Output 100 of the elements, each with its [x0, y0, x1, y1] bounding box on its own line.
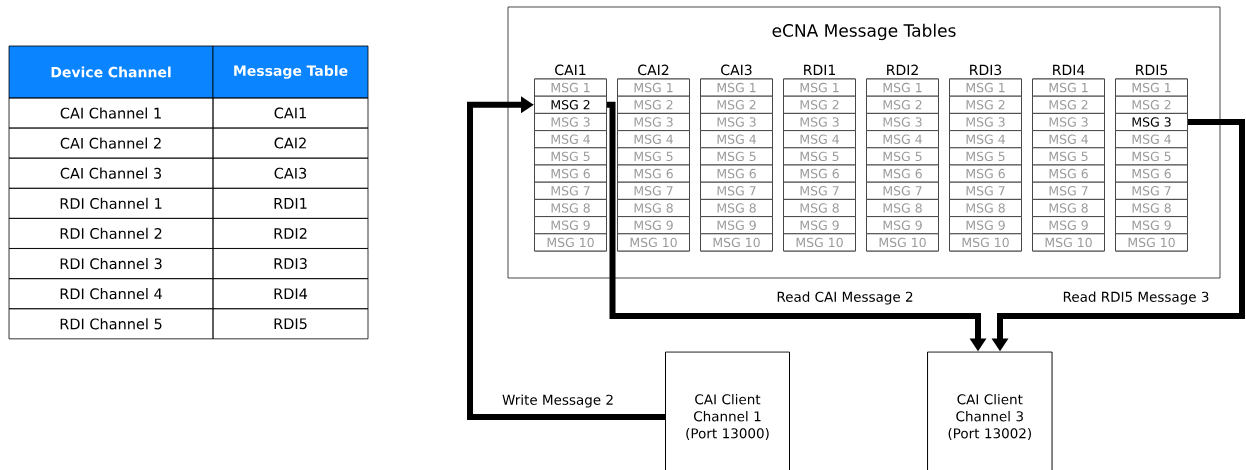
table-cell: RDI4	[212, 278, 369, 310]
message-cell: MSG 3	[1115, 112, 1188, 132]
edge-label: Read CAI Message 2	[775, 290, 915, 306]
table-cell: CAI Channel 2	[8, 127, 214, 159]
node-label: RDI4	[1053, 64, 1085, 75]
message-cell: MSG 8	[783, 198, 856, 218]
message-cell: MSG 10	[949, 233, 1022, 252]
message-cell: MSG 4	[949, 130, 1022, 149]
message-cell: MSG 10	[1032, 233, 1105, 252]
node-label: RDI5	[1136, 64, 1168, 76]
message-cell: MSG 8	[700, 198, 773, 218]
message-cell: MSG 1	[1115, 78, 1188, 97]
message-cell: MSG 7	[617, 181, 690, 200]
table-cell: CAI2	[212, 127, 369, 159]
message-cell: MSG 4	[783, 130, 856, 149]
message-cell: MSG 8	[1115, 198, 1188, 218]
message-cell: MSG 4	[700, 130, 773, 149]
message-cell: MSG 10	[1115, 233, 1188, 252]
message-cell: MSG 7	[783, 181, 856, 200]
message-cell: MSG 9	[700, 216, 773, 235]
message-cell: MSG 7	[1032, 181, 1105, 200]
message-cell: MSG 5	[617, 147, 690, 166]
table-cell: RDI1	[212, 187, 369, 219]
message-cell: MSG 9	[1032, 216, 1105, 235]
message-cell: MSG 9	[866, 216, 939, 235]
table-cell: RDI3	[212, 248, 369, 280]
message-cell: MSG 6	[700, 164, 773, 183]
table-cell: RDI Channel 4	[8, 278, 214, 310]
node-label: RDI2	[887, 64, 918, 75]
message-cell: MSG 1	[1032, 78, 1105, 97]
message-cell: MSG 5	[1032, 147, 1105, 166]
client-box: CAI Client Channel 3 (Port 13002)	[927, 351, 1053, 470]
table-cell: CAI1	[212, 97, 369, 129]
table-cell: RDI Channel 1	[8, 187, 214, 219]
message-cell: MSG 5	[783, 147, 856, 166]
message-cell: MSG 8	[949, 198, 1022, 218]
message-cell: MSG 8	[866, 198, 939, 218]
message-cell: MSG 4	[617, 130, 690, 149]
message-cell: MSG 7	[866, 181, 939, 200]
node-label: RDI3	[970, 64, 1002, 76]
message-cell: MSG 6	[866, 164, 939, 183]
message-cell: MSG 10	[534, 233, 607, 252]
message-cell: MSG 10	[866, 233, 939, 252]
message-cell: MSG 3	[617, 112, 690, 132]
table-header-cell: Message Table	[212, 45, 369, 99]
table-cell: RDI Channel 3	[8, 248, 214, 280]
message-cell: MSG 6	[783, 164, 856, 183]
message-cell: MSG 9	[1115, 216, 1188, 235]
message-cell: MSG 4	[1032, 130, 1105, 149]
message-cell: MSG 1	[617, 78, 690, 97]
message-cell: MSG 2	[1115, 95, 1188, 114]
message-cell: MSG 1	[700, 78, 773, 97]
message-cell: MSG 7	[700, 181, 773, 200]
message-cell: MSG 9	[949, 216, 1022, 235]
message-cell: MSG 9	[534, 216, 607, 235]
message-cell: MSG 2	[949, 95, 1022, 114]
message-cell: MSG 9	[783, 216, 856, 235]
node-label: CAI1	[555, 64, 586, 76]
message-cell: MSG 7	[534, 181, 607, 200]
message-cell: MSG 1	[949, 78, 1022, 97]
message-cell: MSG 8	[617, 198, 690, 218]
message-cell: MSG 3	[700, 112, 773, 132]
table-cell: CAI Channel 1	[8, 97, 214, 129]
table-cell: CAI Channel 3	[8, 157, 214, 189]
message-cell: MSG 9	[617, 216, 690, 235]
message-cell: MSG 3	[1032, 112, 1105, 132]
message-cell: MSG 4	[534, 130, 607, 149]
client-box: CAI Client Channel 1 (Port 13000)	[665, 351, 790, 470]
edge-label: Write Message 2	[501, 393, 615, 409]
message-cell: MSG 5	[949, 147, 1022, 166]
table-header-cell: Device Channel	[8, 45, 214, 99]
table-cell: RDI5	[212, 308, 369, 340]
message-cell: MSG 1	[534, 78, 607, 97]
message-cell: MSG 6	[617, 164, 690, 183]
message-cell: MSG 2	[866, 95, 939, 114]
message-cell: MSG 2	[783, 95, 856, 114]
message-cell: MSG 3	[783, 112, 856, 132]
table-cell: RDI2	[212, 217, 369, 249]
message-cell: MSG 6	[949, 164, 1022, 183]
arrow	[467, 96, 665, 420]
message-cell: MSG 4	[1115, 130, 1188, 149]
message-cell: MSG 8	[1032, 198, 1105, 218]
message-cell: MSG 3	[534, 112, 607, 132]
message-cell: MSG 5	[700, 147, 773, 166]
message-cell: MSG 2	[700, 95, 773, 114]
message-cell: MSG 6	[1115, 164, 1188, 183]
message-cell: MSG 5	[534, 147, 607, 166]
message-cell: MSG 6	[534, 164, 607, 183]
node-label: RDI1	[804, 64, 835, 75]
message-cell: MSG 5	[1115, 147, 1188, 166]
message-cell: MSG 2	[534, 95, 607, 114]
message-cell: MSG 1	[866, 78, 939, 97]
node-label: CAI3	[721, 64, 752, 76]
message-cell: MSG 7	[949, 181, 1022, 200]
message-cell: MSG 4	[866, 130, 939, 149]
message-cell: MSG 8	[534, 198, 607, 218]
message-cell: MSG 1	[783, 78, 856, 97]
message-cell: MSG 5	[866, 147, 939, 166]
table-cell: RDI Channel 2	[8, 217, 214, 249]
message-cell: MSG 10	[783, 233, 856, 252]
